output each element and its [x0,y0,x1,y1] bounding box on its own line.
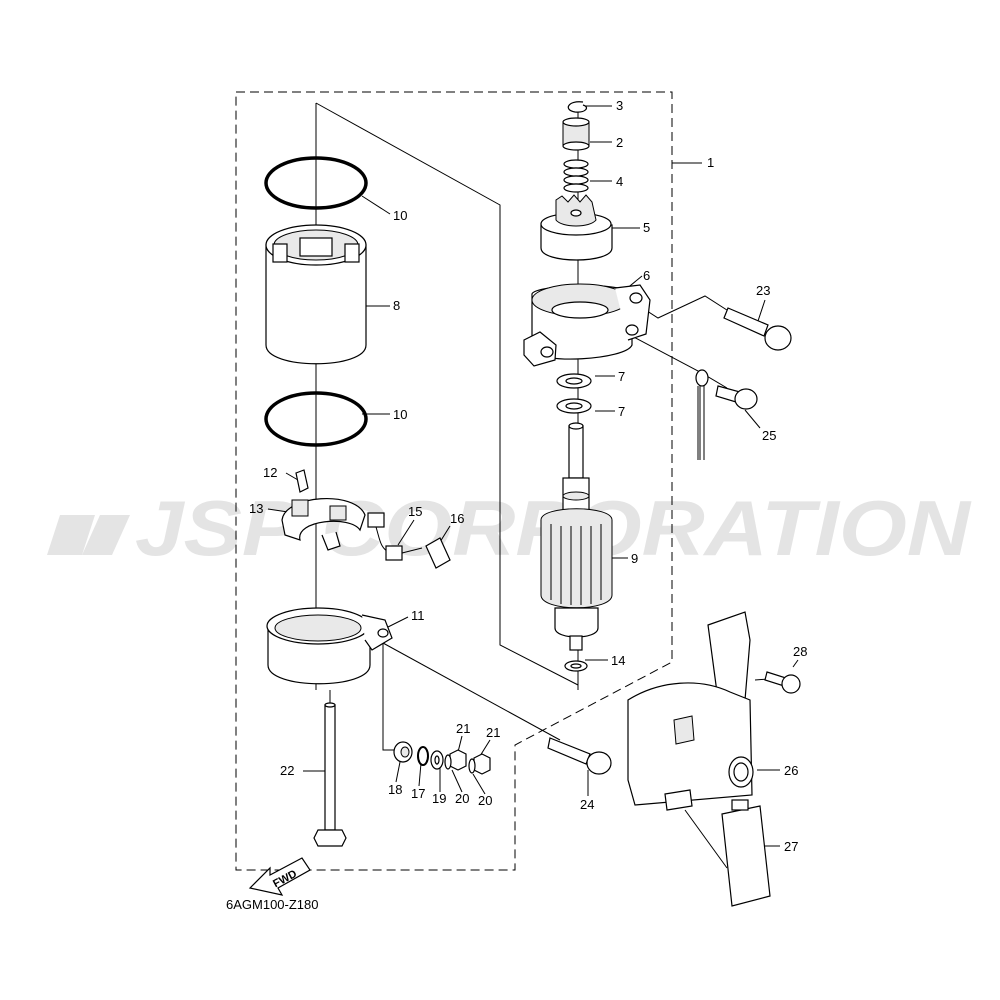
o-ring-part-10-upper [264,156,368,210]
watermark-logo-icon [47,515,95,555]
bolt-part-24 [547,737,612,775]
callout-10b: 10 [393,407,407,422]
washer-part-14 [564,660,588,672]
callout-11: 11 [411,608,425,623]
callout-20a: 20 [455,791,469,806]
washer-part-20a [444,754,452,770]
washer-part-19 [430,750,444,770]
diagram-code: 6AGM100-Z180 [226,897,319,912]
nut-part-18 [393,741,413,763]
yoke-part-8 [265,224,367,365]
cover-plate-part-27 [721,799,771,907]
o-ring-part-17 [417,746,429,766]
assembly-boundary [235,91,673,871]
callout-24: 24 [580,797,594,812]
callout-7b: 7 [618,404,625,419]
callout-10a: 10 [393,208,407,223]
watermark: JSP CORPORATION [47,484,972,572]
fwd-arrow-icon: FWD [248,857,311,896]
washer-part-7a [556,373,592,389]
callout-7a: 7 [618,369,625,384]
callout-12: 12 [263,465,277,480]
brush-part-15 [367,512,423,561]
callout-19: 19 [432,791,446,806]
through-bolt-part-22 [313,702,347,847]
callout-14: 14 [611,653,625,668]
fwd-label: FWD [271,868,299,890]
callout-15: 15 [408,504,422,519]
callout-27: 27 [784,839,798,854]
callout-9: 9 [631,551,638,566]
callout-25: 25 [762,428,776,443]
callout-16: 16 [450,511,464,526]
callout-17: 17 [411,786,425,801]
callout-3: 3 [616,98,623,113]
callout-13: 13 [249,501,263,516]
callout-26: 26 [784,763,798,778]
brush-holder-part-13 [281,498,366,551]
front-bracket-part-6 [523,283,651,367]
callout-2: 2 [616,135,623,150]
callout-28: 28 [793,644,807,659]
callout-4: 4 [616,174,623,189]
bolt-part-25 [695,369,758,460]
washer-part-20b [468,758,476,774]
callout-22: 22 [280,763,294,778]
callout-23: 23 [756,283,770,298]
o-ring-part-10-lower [264,391,368,447]
watermark-logo-icon-2 [82,515,130,555]
cover-part-26 [627,611,754,811]
callout-21a: 21 [456,721,470,736]
callout-labels: 1 2 3 4 5 6 7 7 8 9 10 10 11 12 13 14 15… [249,98,807,854]
washer-part-7b [556,398,592,414]
rear-cover-part-11 [266,607,393,685]
nut-part-21b [473,753,491,775]
callout-6: 6 [643,268,650,283]
spring-part-4 [563,159,589,193]
brush-part-12 [295,469,309,493]
collar-part-2 [562,117,590,151]
bolt-part-23 [723,307,792,351]
callout-21b: 21 [486,725,500,740]
callout-5: 5 [643,220,650,235]
callout-1: 1 [707,155,714,170]
bolt-part-28 [764,671,801,694]
callout-20b: 20 [478,793,492,808]
pinion-part-5 [540,194,613,261]
callout-18: 18 [388,782,402,797]
armature-part-9 [540,422,613,651]
plate-part-16 [425,537,451,569]
nut-part-21a [449,749,467,771]
callout-8: 8 [393,298,400,313]
snap-ring-part-3 [567,101,588,113]
